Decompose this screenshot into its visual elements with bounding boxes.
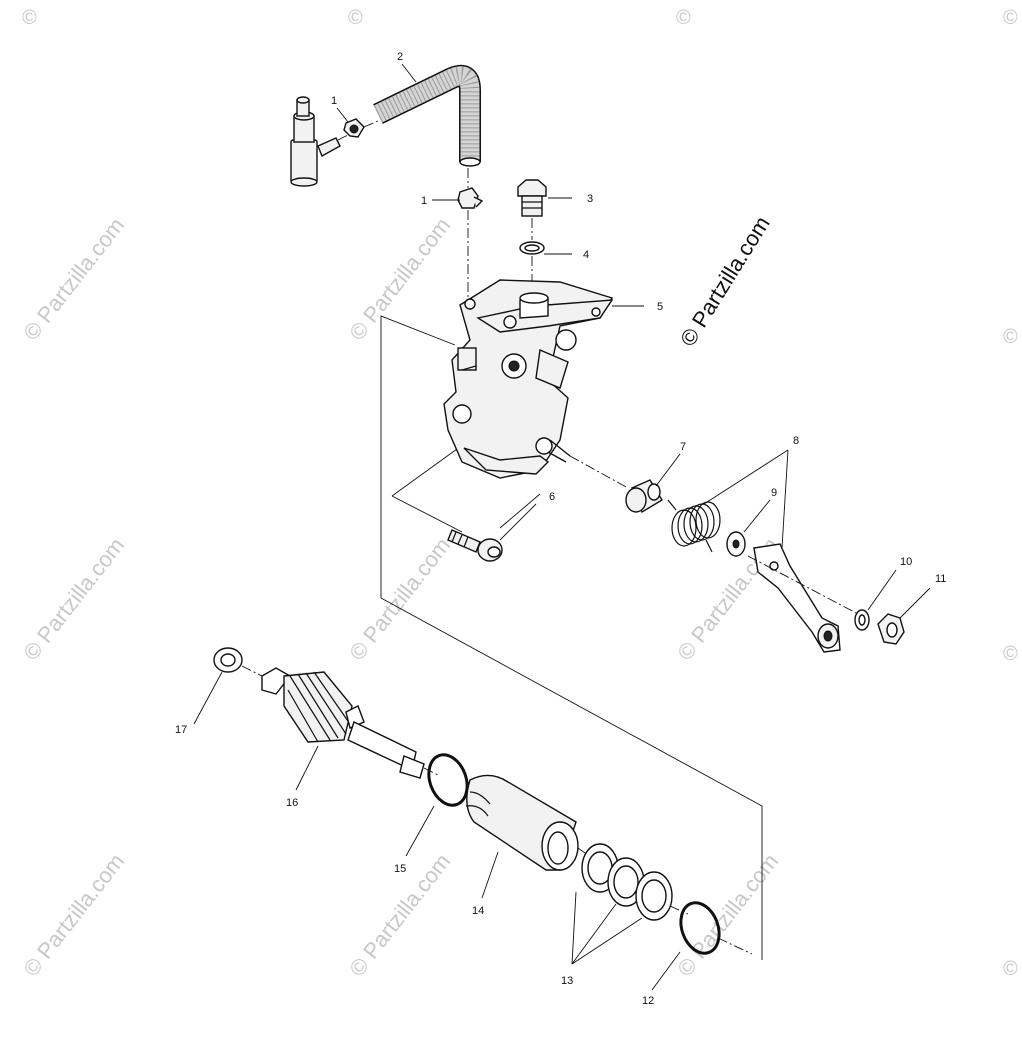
- shim-washers: [581, 843, 689, 921]
- watermark-corner: ©: [1003, 7, 1018, 29]
- watermark-tile: © Partzilla.com: [344, 213, 455, 345]
- callout-15: 15: [394, 863, 406, 875]
- leader-lines: [193, 63, 931, 991]
- o-ring-lower: [679, 901, 753, 955]
- callout-8: 8: [793, 435, 799, 447]
- thrust-washer: [213, 647, 263, 677]
- watermark-tile: © Partzilla.com: [18, 213, 129, 345]
- hose-clamp-lower: [457, 187, 484, 209]
- sealing-washer: [519, 241, 545, 290]
- watermark-main: © Partzilla.com: [675, 212, 775, 351]
- callout-13: 13: [561, 975, 573, 987]
- watermark-corner: ©: [348, 7, 363, 29]
- flat-washer: [726, 531, 746, 557]
- callout-7: 7: [680, 441, 686, 453]
- watermark-corner: ©: [1003, 326, 1018, 348]
- callout-17: 17: [175, 724, 187, 736]
- callout-16: 16: [286, 797, 298, 809]
- callout-numbers: 1 2 1 3 4 5 6 7 8 9 10 11 17 16 15 14 13…: [175, 51, 946, 1007]
- pump-drive-gear-shaft: [261, 667, 439, 779]
- callout-1-lower: 1: [421, 195, 427, 207]
- watermark-corner: ©: [22, 7, 37, 29]
- watermark-tile: © Partzilla.com: [18, 849, 129, 981]
- watermark-corner: ©: [1003, 958, 1018, 980]
- callout-6: 6: [549, 491, 555, 503]
- mounting-screw: [447, 529, 503, 562]
- watermark-tile: © Partzilla.com: [18, 533, 129, 665]
- watermark-corner: ©: [676, 7, 691, 29]
- callout-1-upper: 1: [331, 95, 337, 107]
- watermark-tile: © Partzilla.com: [672, 849, 783, 981]
- callout-3: 3: [587, 193, 593, 205]
- hose-fitting-part: [290, 96, 353, 187]
- callout-9: 9: [771, 487, 777, 499]
- pump-sleeve: [465, 774, 593, 871]
- banjo-bolt: [517, 179, 547, 240]
- hose-clamp-upper: [343, 118, 379, 138]
- lock-washer: [854, 609, 870, 631]
- callout-10: 10: [900, 556, 912, 568]
- collar: [625, 479, 663, 514]
- hex-nut: [877, 613, 905, 645]
- watermark-corner: ©: [1003, 643, 1018, 665]
- callout-14: 14: [472, 905, 484, 917]
- control-lever-arm: [747, 543, 859, 653]
- watermark-tile: © Partzilla.com: [344, 533, 455, 665]
- callout-12: 12: [642, 995, 654, 1007]
- callout-11: 11: [935, 573, 946, 585]
- callout-2: 2: [397, 51, 403, 63]
- o-ring-upper: [427, 753, 469, 807]
- return-spring: [667, 499, 721, 553]
- oil-pump-body: [443, 279, 614, 479]
- callout-5: 5: [657, 301, 663, 313]
- oil-hose: [373, 64, 481, 326]
- callout-4: 4: [583, 249, 589, 261]
